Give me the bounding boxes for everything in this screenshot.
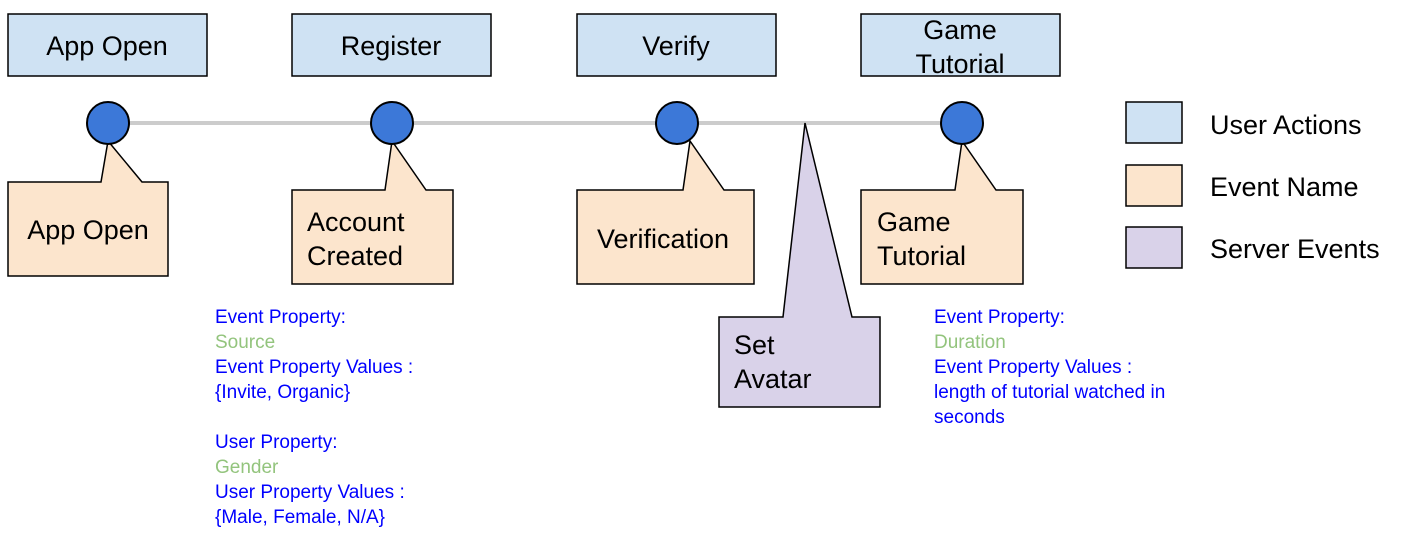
timeline-node-verify: [655, 101, 699, 145]
user-action-label: App Open: [46, 31, 168, 61]
legend-swatch-event-name: [1125, 164, 1183, 207]
tutorial-property-notes: Event Property: Duration Event Property …: [934, 307, 1165, 428]
legend: User Actions Event Name Server Events: [1125, 101, 1380, 269]
event-callout-game-tutorial: Game Tutorial: [860, 139, 1024, 285]
event-name-label: Verification: [597, 224, 729, 254]
property-line: User Property:: [215, 432, 337, 453]
server-event-label: Avatar: [734, 364, 812, 394]
event-name-label: Created: [307, 241, 403, 271]
server-event-label: Set: [734, 330, 775, 360]
event-callout-app-open: App Open: [7, 139, 169, 277]
property-line: User Property Values :: [215, 482, 405, 503]
property-line: Event Property Values :: [934, 357, 1132, 378]
legend-swatch-server-events: [1125, 226, 1183, 269]
property-line: Event Property:: [215, 307, 346, 328]
event-name-label: Account: [307, 207, 405, 237]
property-line: Gender: [215, 457, 279, 478]
legend-label: Event Name: [1210, 172, 1359, 202]
user-action-register: Register: [291, 13, 492, 77]
timeline-node-app-open: [86, 101, 130, 145]
property-line: Event Property:: [934, 307, 1065, 328]
legend-label: User Actions: [1210, 110, 1362, 140]
user-action-label: Game: [923, 15, 997, 45]
timeline-node-game-tutorial: [940, 101, 984, 145]
user-action-verify: Verify: [576, 13, 777, 77]
user-action-game-tutorial: Game Tutorial: [860, 13, 1061, 79]
register-property-notes: Event Property: Source Event Property Va…: [215, 307, 413, 528]
timeline-node-register: [370, 101, 414, 145]
property-line: Event Property Values :: [215, 357, 413, 378]
property-line: Duration: [934, 332, 1006, 353]
event-callout-account-created: Account Created: [291, 139, 454, 285]
property-line: {Male, Female, N/A}: [215, 507, 385, 528]
legend-swatch-user-actions: [1125, 101, 1183, 144]
server-event-callout-set-avatar: Set Avatar: [718, 122, 881, 408]
property-line: length of tutorial watched in: [934, 382, 1165, 403]
legend-label: Server Events: [1210, 234, 1380, 264]
property-line: {Invite, Organic}: [215, 382, 350, 403]
user-action-label: Tutorial: [915, 49, 1004, 79]
property-line: Source: [215, 332, 275, 353]
user-action-label: Verify: [642, 31, 710, 61]
user-action-label: Register: [341, 31, 442, 61]
user-action-app-open: App Open: [7, 13, 208, 77]
event-name-label: App Open: [27, 215, 149, 245]
event-name-label: Tutorial: [877, 241, 966, 271]
event-name-label: Game: [877, 207, 951, 237]
property-line: seconds: [934, 407, 1005, 428]
event-callout-verification: Verification: [576, 139, 755, 285]
